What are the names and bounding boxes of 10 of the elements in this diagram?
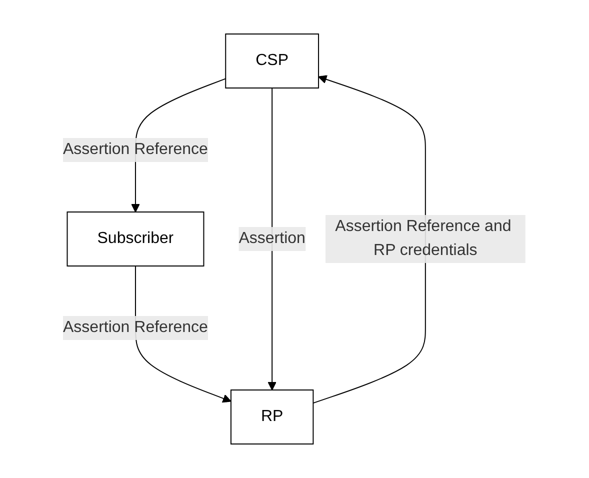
node-box: Subscriber	[67, 212, 204, 266]
node-box: CSP	[225, 34, 320, 88]
edge-label: Assertion Reference and RP credentials	[335, 218, 512, 259]
arrow	[268, 88, 277, 390]
edge-label: Assertion	[239, 230, 306, 247]
arrow	[312, 75, 426, 404]
node-box: RP	[230, 389, 314, 444]
edge-label: Assertion Reference	[63, 318, 208, 336]
arrow	[135, 266, 232, 403]
edge-label: Assertion Reference	[63, 140, 208, 158]
